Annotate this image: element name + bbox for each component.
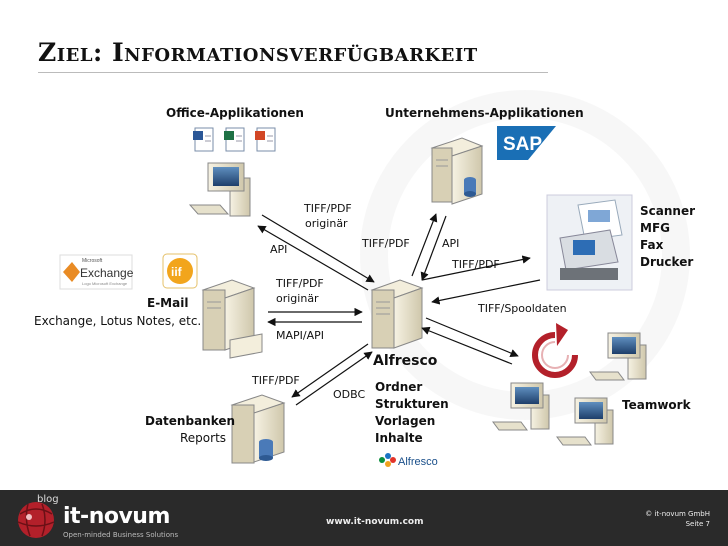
edge-label-email-top: TIFF/PDF bbox=[276, 277, 324, 290]
arrow-office-to-alfresco bbox=[261, 214, 375, 283]
footer-url-link[interactable]: www.it-novum.com bbox=[326, 517, 424, 527]
alfresco-feature: Inhalte bbox=[375, 431, 423, 445]
teamwork-computer-1-icon bbox=[589, 332, 647, 381]
scanner-line: Scanner bbox=[640, 204, 695, 218]
exchange-logo: Microsoft Exchange Logo Microsoft Exchan… bbox=[59, 254, 134, 290]
svg-text:iif: iif bbox=[171, 265, 183, 279]
business-label: Unternehmens-Applikationen bbox=[385, 106, 584, 120]
teamwork-computer-3-icon bbox=[556, 397, 614, 446]
email-sub-label: Exchange, Lotus Notes, etc. bbox=[34, 314, 202, 328]
scanner-icon bbox=[546, 194, 633, 291]
edge-label-db-tiff: TIFF/PDF bbox=[252, 374, 300, 387]
alfresco-feature-list: Ordner Strukturen Vorlagen Inhalte bbox=[375, 379, 449, 447]
edge-label-office-top: TIFF/PDF bbox=[304, 202, 352, 215]
arrows bbox=[257, 213, 541, 406]
footer-copyright: © it-novum GmbH Seite 7 bbox=[600, 509, 710, 529]
page-title: Ziel: Informationsverfügbarkeit bbox=[38, 38, 478, 67]
databases-label: Datenbanken bbox=[145, 414, 236, 428]
alfresco-feature: Ordner bbox=[375, 380, 423, 394]
edge-label-business-api: API bbox=[442, 237, 460, 250]
arrow-alfresco-to-scanner bbox=[421, 255, 531, 281]
sap-logo: SAP bbox=[497, 126, 556, 160]
edge-label-scanner-tiff: TIFF/PDF bbox=[452, 258, 500, 271]
arrow-scanner-to-alfresco bbox=[431, 279, 541, 305]
powerpoint-doc-icon bbox=[255, 127, 276, 152]
scanner-line: Fax bbox=[640, 238, 664, 252]
arrow-alfresco-to-db bbox=[291, 343, 369, 398]
databases-sub-label: Reports bbox=[180, 431, 227, 445]
scanner-label-list: Scanner MFG Fax Drucker bbox=[640, 203, 695, 271]
edge-label-office-bottom: originär bbox=[305, 217, 348, 230]
arrow-alfresco-to-office bbox=[257, 225, 369, 291]
lotus-notes-logo: iif bbox=[162, 253, 198, 289]
title-underline bbox=[38, 72, 548, 73]
svg-text:Microsoft: Microsoft bbox=[82, 258, 103, 264]
email-label: E-Mail bbox=[147, 296, 189, 310]
edge-label-db-odbc: ODBC bbox=[333, 388, 366, 401]
office-label: Office-Applikationen bbox=[166, 106, 304, 120]
teamwork-cycle-icon bbox=[532, 323, 578, 378]
excel-doc-icon bbox=[224, 127, 245, 152]
footer-blog-label: blog bbox=[37, 494, 59, 505]
edge-label-scanner-spool: TIFF/Spooldaten bbox=[478, 302, 567, 315]
alfresco-server-icon bbox=[370, 279, 424, 349]
footer-bar: blog it-novum Open-minded Business Solut… bbox=[0, 490, 728, 546]
arrow-db-to-alfresco bbox=[295, 351, 373, 406]
business-server-icon bbox=[430, 137, 484, 205]
email-server-icon bbox=[201, 279, 263, 359]
edge-label-business-tiff: TIFF/PDF bbox=[362, 237, 410, 250]
edge-label-email-mapi: MAPI/API bbox=[276, 329, 325, 342]
edge-label-office-api: API bbox=[270, 243, 288, 256]
svg-text:Logo Microsoft Exchange: Logo Microsoft Exchange bbox=[82, 281, 128, 286]
footer-brand: it-novum bbox=[63, 504, 170, 529]
alfresco-label: Alfresco bbox=[373, 353, 438, 369]
arrow-alfresco-to-business bbox=[411, 213, 438, 277]
arrow-teamwork-to-alfresco bbox=[421, 326, 513, 365]
office-computer-icon bbox=[188, 162, 251, 217]
alfresco-feature: Vorlagen bbox=[375, 414, 436, 428]
arrow-business-to-alfresco bbox=[420, 215, 447, 281]
copyright-text: © it-novum GmbH bbox=[645, 510, 710, 518]
scanner-line: MFG bbox=[640, 221, 670, 235]
svg-text:SAP: SAP bbox=[503, 134, 542, 155]
arrow-alfresco-to-teamwork bbox=[425, 317, 519, 357]
scanner-line: Drucker bbox=[640, 255, 694, 269]
page-number: Seite 7 bbox=[685, 520, 710, 528]
it-novum-globe-icon bbox=[17, 502, 55, 538]
word-doc-icon bbox=[193, 127, 214, 152]
diagram-canvas: SAP bbox=[59, 126, 647, 468]
teamwork-label: Teamwork bbox=[622, 398, 691, 412]
svg-text:Alfresco: Alfresco bbox=[398, 456, 438, 468]
footer-tagline: Open-minded Business Solutions bbox=[63, 531, 179, 539]
teamwork-computer-2-icon bbox=[492, 382, 550, 431]
database-server-icon bbox=[230, 394, 286, 464]
svg-text:Exchange: Exchange bbox=[80, 266, 134, 280]
alfresco-logo: Alfresco bbox=[379, 453, 438, 468]
edge-label-email-bottom: originär bbox=[276, 292, 319, 305]
alfresco-feature: Strukturen bbox=[375, 397, 449, 411]
